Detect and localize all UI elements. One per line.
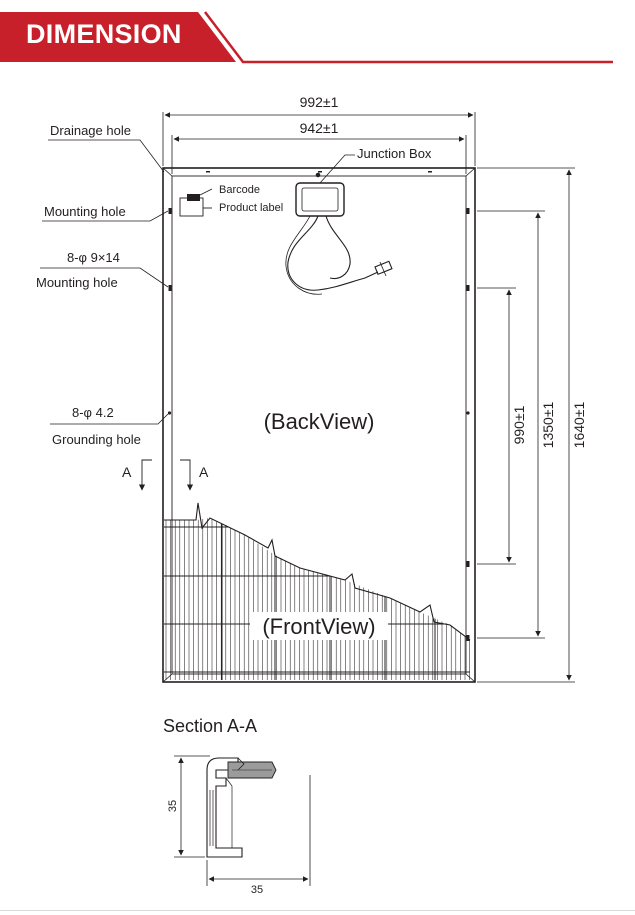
section-profile [206, 757, 277, 858]
drainage-hole-leader [48, 139, 165, 173]
drainage-holes [206, 171, 432, 173]
section-width-label: 35 [251, 884, 263, 896]
mounting-hole-label-1: Mounting hole [44, 204, 126, 219]
width-992-dimension [162, 112, 476, 166]
width-942-label: 942±1 [300, 120, 339, 136]
section-title: Section A-A [163, 716, 257, 736]
back-view-label: (BackView) [264, 409, 375, 434]
section-marker-right [180, 459, 194, 491]
grounding-spec-label: 8-φ 4.2 [72, 405, 114, 420]
mounting-hole-leader-2 [40, 267, 169, 288]
section-width-dimension [206, 775, 311, 886]
section-banner: DIMENSION [0, 0, 635, 70]
grounding-hole-leader [50, 413, 169, 425]
barcode-label: Barcode [219, 184, 260, 196]
product-label-text: Product label [219, 202, 283, 214]
banner-underline [204, 11, 613, 64]
front-view-break-line [164, 502, 471, 641]
mounting-hole-leader-1 [42, 210, 169, 222]
width-942-dimension [171, 135, 467, 174]
banner-red-block [0, 12, 236, 62]
height-990-label: 990±1 [511, 405, 527, 444]
junction-box-label: Junction Box [357, 146, 432, 161]
width-992-label: 992±1 [300, 94, 339, 110]
height-1640-dimension [477, 167, 575, 683]
height-1350-dimension [477, 210, 545, 639]
section-height-dimension [174, 755, 210, 858]
junction-box-leader [319, 154, 355, 184]
section-height-label: 35 [167, 800, 179, 812]
section-marker-right-label: A [199, 464, 209, 480]
height-990-dimension [477, 287, 516, 565]
mounting-holes [168, 208, 470, 641]
section-marker-left [138, 459, 152, 491]
page-title: DIMENSION [26, 19, 182, 49]
junction-box [285, 172, 393, 295]
bottom-divider [0, 910, 635, 911]
mounting-spec-label: 8-φ 9×14 [67, 250, 120, 265]
grounding-hole-label: Grounding hole [52, 432, 141, 447]
product-label-sticker [179, 188, 213, 217]
section-marker-left-label: A [122, 464, 132, 480]
front-view-label-bg [250, 612, 388, 640]
height-1640-label: 1640±1 [571, 401, 587, 448]
front-view-label: (FrontView) [262, 614, 375, 639]
grounding-holes [167, 411, 470, 415]
mounting-hole-label-2: Mounting hole [36, 275, 118, 290]
front-view-cells [164, 518, 470, 680]
banner-shape [0, 11, 613, 64]
drainage-hole-label: Drainage hole [50, 123, 131, 138]
height-1350-label: 1350±1 [540, 401, 556, 448]
